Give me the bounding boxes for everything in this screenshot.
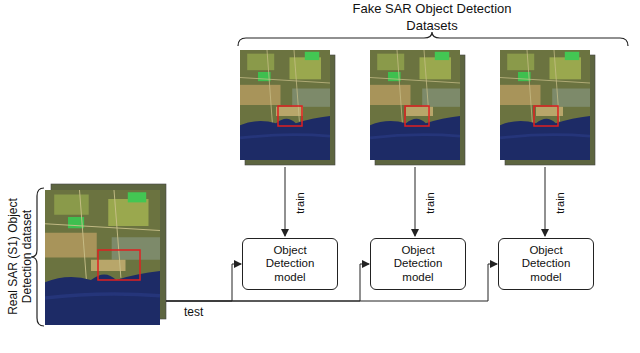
dataset-title: Real SAR (S1) Object Detection dataset xyxy=(6,182,34,332)
process-box: Object Detection model xyxy=(242,238,338,290)
box-text: Object Detection model xyxy=(505,244,587,284)
train-arrow xyxy=(285,167,286,236)
edge-note: train xyxy=(294,192,307,213)
group-bracket xyxy=(238,32,628,46)
real-image xyxy=(45,184,166,325)
rotated-label-wrap: train xyxy=(420,178,438,228)
edge-note: train xyxy=(424,192,437,213)
label-wrap: Fake SAR Object Detection Datasets xyxy=(352,0,512,34)
box-text: Object Detection model xyxy=(249,244,331,284)
box-text: Object Detection model xyxy=(377,244,459,284)
process-box: Object Detection model xyxy=(498,238,594,290)
train-arrow xyxy=(415,167,416,236)
process-box: Object Detection model xyxy=(370,238,466,290)
rotated-label-wrap: train xyxy=(290,178,308,228)
train-arrow xyxy=(545,167,546,236)
rotated-label-wrap: Real SAR (S1) Object Detection dataset xyxy=(6,182,35,332)
group-title: Fake SAR Object Detection Datasets xyxy=(352,0,512,34)
fake-image-2 xyxy=(370,50,465,165)
connector xyxy=(166,264,241,301)
edge-note: train xyxy=(554,192,567,213)
edge-label: test xyxy=(182,305,205,319)
dataset-group: Real SAR (S1) Object Detection dataset xyxy=(0,183,166,330)
rotated-label-wrap: train xyxy=(550,178,568,228)
fake-image-3 xyxy=(500,50,595,165)
fake-image-1 xyxy=(240,50,335,165)
